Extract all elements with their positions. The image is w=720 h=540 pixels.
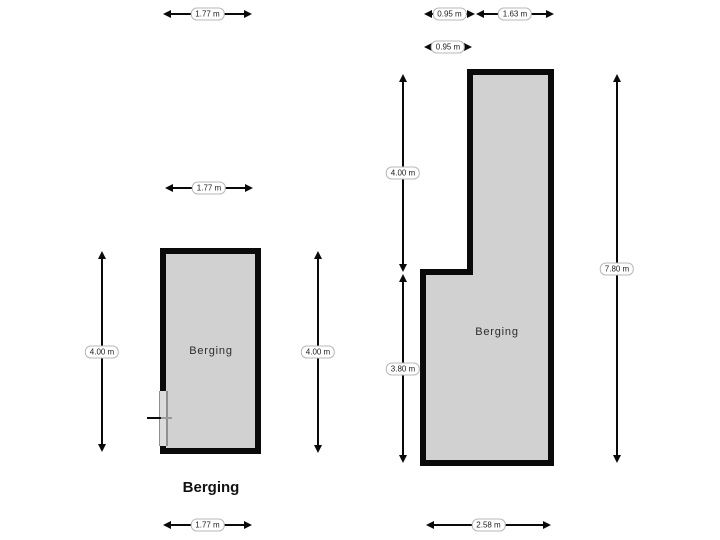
dim-label: 7.80 m (599, 262, 635, 275)
arrowhead-start-icon (165, 184, 173, 192)
dimension-left-top-outer: 1.77 m (163, 7, 252, 21)
arrowhead-start-icon (399, 274, 407, 282)
dimension-right-left-upper: 4.00 m (385, 74, 421, 272)
dim-label: 4.00 m (84, 345, 120, 358)
dimension-right-bottom: 2.58 m (426, 518, 551, 532)
arrowhead-start-icon (163, 10, 171, 18)
dimension-right-top-notch: 0.95 m (424, 7, 475, 21)
dimension-left-side-right: 4.00 m (300, 251, 336, 453)
arrowhead-end-icon (244, 10, 252, 18)
dimension-left-top-inner: 1.77 m (165, 181, 253, 195)
arrowhead-start-icon (314, 251, 322, 259)
arrowhead-start-icon (163, 521, 171, 529)
dimension-right-notch-inner: 0.95 m (424, 40, 472, 54)
arrowhead-end-icon (314, 445, 322, 453)
dimension-left-side-left: 4.00 m (84, 251, 120, 452)
dimension-left-bottom: 1.77 m (163, 518, 252, 532)
left-plan-outline (160, 248, 261, 454)
arrowhead-end-icon (464, 43, 472, 51)
dimension-right-top-main: 1.63 m (476, 7, 554, 21)
window-tick-outer (147, 417, 161, 419)
arrowhead-end-icon (467, 10, 475, 18)
dim-label: 4.00 m (385, 166, 421, 180)
room-label-right: Berging (475, 326, 519, 338)
arrowhead-end-icon (245, 184, 253, 192)
window-tick-inner (161, 417, 172, 419)
arrowhead-end-icon (613, 455, 621, 463)
arrowhead-end-icon (543, 521, 551, 529)
arrowhead-start-icon (399, 74, 407, 82)
dimension-right-left-lower: 3.80 m (385, 274, 421, 463)
dim-label: 3.80 m (385, 362, 421, 375)
right-plan-outline (420, 69, 554, 466)
left-plan-title: Berging (182, 479, 240, 496)
arrowhead-start-icon (98, 251, 106, 259)
arrowhead-end-icon (244, 521, 252, 529)
dim-label: 1.77 m (190, 7, 225, 21)
arrowhead-start-icon (424, 43, 432, 51)
arrowhead-end-icon (546, 10, 554, 18)
dim-label: 2.58 m (471, 518, 506, 532)
dim-label: 1.63 m (497, 7, 533, 21)
arrowhead-start-icon (613, 74, 621, 82)
arrowhead-start-icon (476, 10, 484, 18)
arrowhead-start-icon (426, 521, 434, 529)
dim-label: 0.95 m (430, 40, 466, 54)
dimension-right-total-height: 7.80 m (599, 74, 635, 463)
dim-label: 1.77 m (190, 518, 225, 532)
dim-label: 0.95 m (432, 7, 467, 21)
room-label-left: Berging (189, 345, 233, 357)
arrowhead-end-icon (98, 444, 106, 452)
dim-label: 4.00 m (300, 345, 336, 359)
dim-label: 1.77 m (191, 181, 227, 195)
arrowhead-end-icon (399, 264, 407, 272)
arrowhead-start-icon (424, 10, 432, 18)
arrowhead-end-icon (399, 455, 407, 463)
